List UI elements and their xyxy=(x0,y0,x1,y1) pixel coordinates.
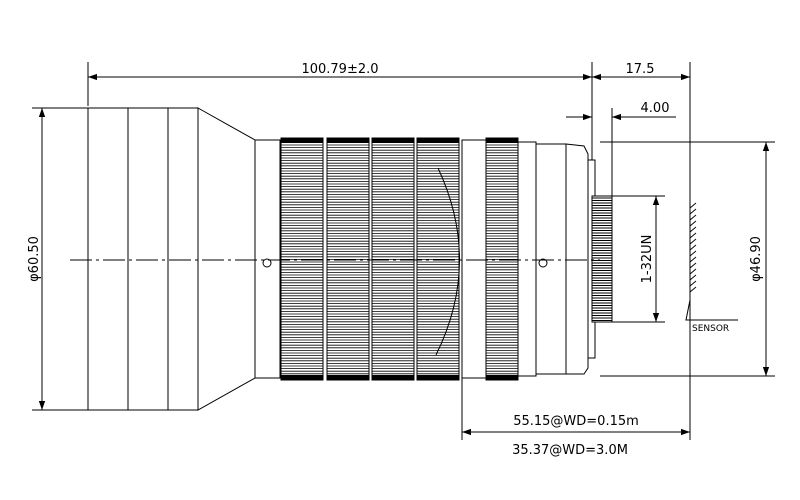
hatch-line xyxy=(689,280,697,287)
hatch-line xyxy=(689,208,697,215)
plain-band xyxy=(461,139,487,379)
dim-overall-length: 100.79±2.0 xyxy=(87,62,593,160)
focus-curve xyxy=(435,167,460,356)
thread-lines xyxy=(592,197,612,321)
knurl-edge xyxy=(281,138,323,143)
rear-diameter-text: φ46.90 xyxy=(749,236,764,282)
hatch-line xyxy=(689,226,697,233)
knurl-edge xyxy=(417,138,459,143)
lens-body xyxy=(87,107,613,411)
sensor-hatch xyxy=(689,202,697,293)
knurl-edge xyxy=(327,138,369,143)
wd-far-text: 35.37@WD=3.0M xyxy=(512,443,628,458)
hatch-line xyxy=(689,202,697,209)
locking-screw-front xyxy=(262,258,272,268)
knurl-edge xyxy=(281,375,323,380)
rear-ring-1 xyxy=(517,141,537,377)
dim-rear-diameter: φ46.90 xyxy=(600,141,775,377)
hatch-line xyxy=(689,262,697,269)
knurled-rings xyxy=(280,137,519,381)
dim-working-distance: 55.15@WD=0.15m 35.37@WD=3.0M xyxy=(461,378,690,458)
sensor-leader xyxy=(685,299,738,321)
hatch-line xyxy=(689,250,697,257)
hatch-line xyxy=(689,256,697,263)
hatch-line xyxy=(689,238,697,245)
flange-distance-text: 17.5 xyxy=(626,62,655,77)
dim-front-diameter: φ60.50 xyxy=(27,107,88,411)
overall-length-text: 100.79±2.0 xyxy=(301,62,378,77)
hatch-line xyxy=(689,220,697,227)
front-ring-3 xyxy=(167,107,199,411)
thread-depth-text: 4.00 xyxy=(641,101,670,116)
knurl-edge xyxy=(372,375,414,380)
front-diameter-text: φ60.50 xyxy=(27,236,42,282)
hatch-line xyxy=(689,232,697,239)
rear-ring-3 xyxy=(565,143,589,375)
front-taper xyxy=(197,107,256,411)
dim-thread-depth: 4.00 xyxy=(566,101,676,196)
dim-flange-distance: 17.5 xyxy=(592,62,691,440)
hatch-line xyxy=(689,274,697,281)
rear-ring-2 xyxy=(535,143,567,375)
wd-near-text: 55.15@WD=0.15m xyxy=(513,414,639,429)
locking-screw-rear xyxy=(538,258,548,268)
dim-thread-spec: 1-32UN xyxy=(612,195,665,323)
front-ring-1 xyxy=(87,107,129,411)
thread-spec-text: 1-32UN xyxy=(640,235,655,284)
hatch-line xyxy=(689,268,697,275)
hatch-line xyxy=(689,214,697,221)
sensor-label: SENSOR xyxy=(692,324,729,334)
sensor-plane: SENSOR xyxy=(685,202,738,334)
knurl-edge xyxy=(372,138,414,143)
front-ring-2 xyxy=(127,107,169,411)
knurl-edge xyxy=(486,375,518,380)
hatch-line xyxy=(689,244,697,251)
knurl-edge xyxy=(486,138,518,143)
hatch-line xyxy=(689,286,697,293)
knurl-edge xyxy=(327,375,369,380)
knurl-edge xyxy=(417,375,459,380)
